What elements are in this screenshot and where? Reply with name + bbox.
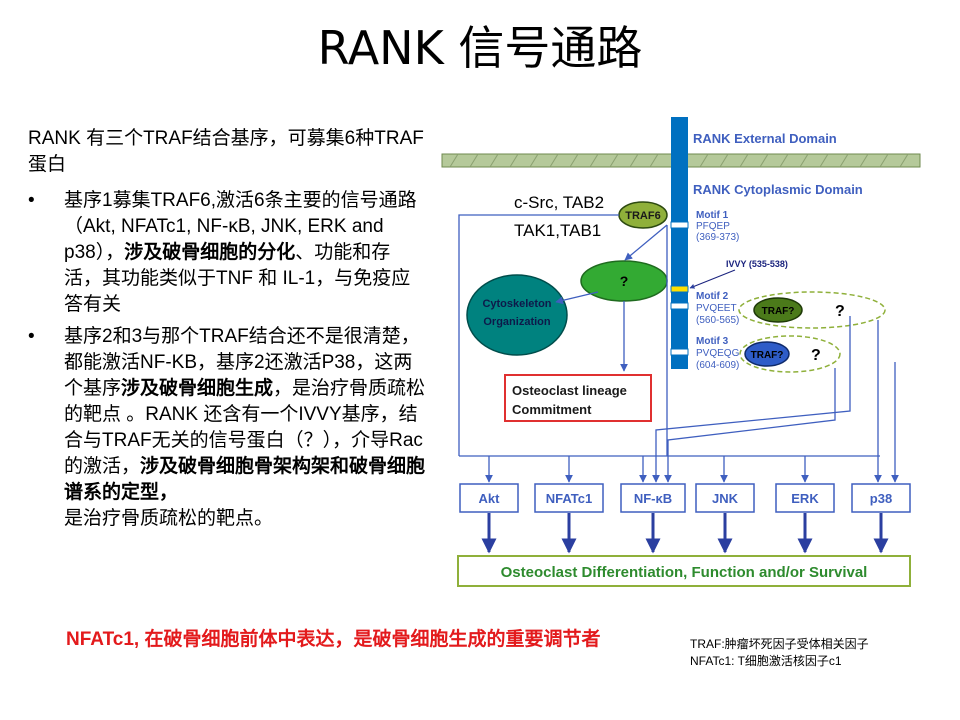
- target-nfkb: NF-κB: [634, 491, 672, 506]
- csrc-tab2-label: c-Src, TAB2: [514, 193, 604, 212]
- bullet-list: • 基序1募集TRAF6,激活6条主要的信号通路（Akt, NFATc1, NF…: [28, 188, 428, 538]
- bullet2-bold2: 涉及破骨细胞骨架构架和破骨细胞谱系的定型，: [64, 456, 426, 503]
- footnote-traf: TRAF:肿瘤坏死因子受体相关因子: [690, 637, 869, 651]
- traf-motif3-question: ?: [811, 347, 821, 364]
- footnote: TRAF:肿瘤坏死因子受体相关因子 NFATc1: T细胞激活核因子c1: [690, 636, 869, 670]
- footnote-nfatc1: NFATc1: T细胞激活核因子c1: [690, 654, 842, 668]
- outcome-box: [457, 555, 911, 587]
- bullet-marker: •: [28, 326, 35, 347]
- target-boxes: Akt NFATc1 NF-κB JNK ERK p38: [459, 483, 911, 513]
- target-box-p38: [851, 483, 911, 513]
- motif3-marker: [670, 348, 689, 356]
- motif3-seq: PVQEQG: [696, 348, 740, 359]
- cytoskeleton-label-2: Organization: [483, 316, 551, 328]
- traf-motif2-dashed: [738, 291, 886, 329]
- external-domain-label: RANK External Domain: [693, 131, 837, 146]
- bullet2-text-c: 是治疗骨质疏松的靶点。: [64, 508, 274, 529]
- target-erk: ERK: [791, 491, 819, 506]
- outcome-arrows: [481, 513, 889, 554]
- motif1-range: (369-373): [696, 232, 739, 243]
- motif2-seq: PVQEET: [696, 303, 737, 314]
- bullet-marker: •: [28, 190, 35, 211]
- tak1-tab1-label: TAK1,TAB1: [514, 221, 601, 240]
- traf-motif3-node: [744, 341, 790, 367]
- bullet2-text-b: ，是治疗骨质疏松的靶点 。RANK 还含有一个IVVY基序，结合与TRAF无关的…: [64, 378, 426, 477]
- lineage-line2: Commitment: [512, 402, 592, 417]
- motif1-marker: [670, 221, 689, 229]
- traf-motif3-label: TRAF?: [751, 350, 784, 361]
- lineage-box: [504, 374, 652, 422]
- traf6-label: TRAF6: [625, 210, 660, 222]
- bullet2-text-a: 基序2和3与那个TRAF结合还不是很清楚，都能激活NF-KB，基序2还激活P38…: [64, 326, 420, 399]
- target-p38: p38: [870, 491, 892, 506]
- cytoskeleton-label-1: Cytoskeleton: [482, 298, 551, 310]
- motif1-seq: PFQEP: [696, 221, 730, 232]
- target-box-akt: [459, 483, 519, 513]
- ivvy-marker: [670, 285, 689, 293]
- bullet-motif23: • 基序2和3与那个TRAF结合还不是很清楚，都能激活NF-KB，基序2还激活P…: [28, 324, 428, 532]
- rank-receptor-bar: [671, 117, 688, 369]
- membrane-hatch: [449, 153, 909, 168]
- unknown-signal-label: ?: [620, 273, 629, 289]
- bullet1-text-b: 、功能和存活，其功能类似于TNF 和 IL-1，与免疫应答有关: [64, 242, 411, 315]
- motif2-marker: [670, 302, 689, 310]
- bullet1-text-a: 基序1募集TRAF6,激活6条主要的信号通路（Akt, NFATc1, NF-κ…: [64, 190, 417, 263]
- outcome-label: Osteoclast Differentiation, Function and…: [501, 564, 868, 581]
- traf-motif2-question: ?: [835, 303, 845, 320]
- cytoplasmic-domain-label: RANK Cytoplasmic Domain: [693, 182, 863, 197]
- motif3-name: Motif 3: [696, 336, 729, 347]
- traf-motif3-dashed: [739, 335, 841, 373]
- target-box-jnk: [695, 483, 755, 513]
- pathway-connectors: [458, 214, 899, 483]
- bullet1-bold: 涉及破骨细胞的分化: [124, 242, 296, 263]
- traf-motif2-node: [753, 297, 803, 323]
- cytoskeleton-node: [466, 274, 568, 356]
- target-box-nfatc1: [534, 483, 604, 513]
- motif2-range: (560-565): [696, 315, 739, 326]
- intro-text: RANK 有三个TRAF结合基序，可募集6种TRAF蛋白: [28, 128, 424, 175]
- ivvy-pointer: [689, 269, 736, 289]
- page-title: RANK 信号通路: [317, 21, 643, 75]
- motif1-name: Motif 1: [696, 210, 729, 221]
- traf-motif2-label: TRAF?: [762, 306, 795, 317]
- target-box-nfkb: [620, 483, 686, 513]
- bullet-motif1: • 基序1募集TRAF6,激活6条主要的信号通路（Akt, NFATc1, NF…: [28, 188, 428, 318]
- nfatc1-note: NFATc1, 在破骨细胞前体中表达，是破骨细胞生成的重要调节者: [66, 629, 601, 650]
- target-akt: Akt: [479, 491, 501, 506]
- motif3-range: (604-609): [696, 360, 739, 371]
- target-box-erk: [775, 483, 835, 513]
- motif2-name: Motif 2: [696, 291, 729, 302]
- lineage-line1: Osteoclast lineage: [512, 383, 627, 398]
- bullet2-bold: 涉及破骨细胞生成: [121, 378, 274, 399]
- ivvy-label: IVVY (535-538): [726, 259, 788, 269]
- target-nfatc1: NFATc1: [546, 491, 592, 506]
- target-jnk: JNK: [712, 491, 739, 506]
